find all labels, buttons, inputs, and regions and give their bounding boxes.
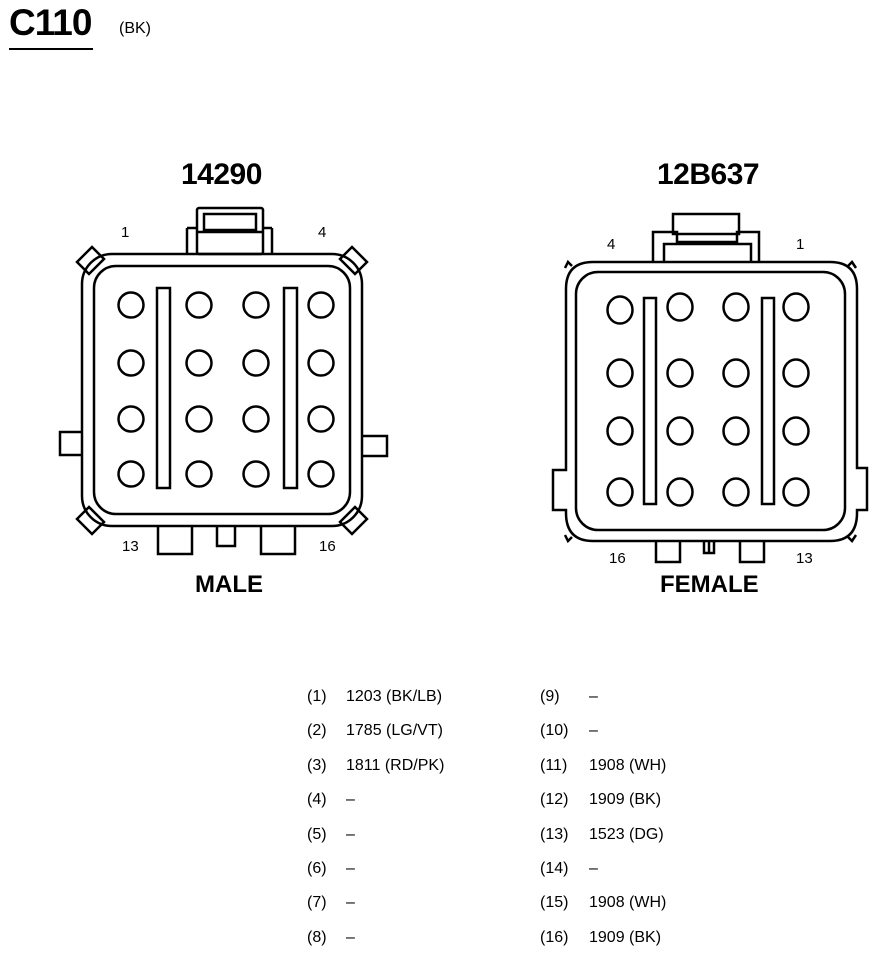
pin-wire: –: [346, 791, 355, 809]
male-part-number: 14290: [181, 158, 262, 191]
male-pin-label-bottom-left: 13: [122, 538, 139, 555]
pin-number: (12): [540, 791, 569, 809]
pin-number: (7): [307, 894, 327, 912]
pin-number: (15): [540, 894, 569, 912]
pin-wire: 1908 (WH): [589, 894, 667, 912]
female-pin-label-top-left: 4: [607, 236, 616, 253]
female-pin-label-bottom-left: 16: [609, 550, 626, 567]
male-pin-label-top-left: 1: [121, 224, 130, 241]
pin-number: (10): [540, 722, 569, 740]
female-label: FEMALE: [660, 571, 759, 598]
pin-wire: 1523 (DG): [589, 825, 664, 843]
male-label: MALE: [195, 571, 263, 598]
female-pin-cavities: [606, 292, 810, 507]
pin-wire: –: [589, 860, 598, 877]
pin-wire: –: [589, 722, 598, 740]
pin-number: (8): [307, 928, 327, 946]
connector-id: C110: [9, 2, 92, 43]
pin-number: (9): [540, 688, 560, 705]
male-connector-drawing: [58, 206, 389, 556]
pin-number: (5): [307, 825, 327, 843]
pin-wire: 1811 (RD/PK): [346, 756, 445, 774]
pin-wire: 1909 (BK): [589, 928, 662, 946]
connector-color-code: (BK): [119, 20, 151, 37]
female-connector-drawing: [551, 212, 869, 564]
male-pin-cavities: [117, 291, 335, 488]
female-pin-label-bottom-right: 13: [796, 550, 813, 567]
pin-wire: –: [346, 860, 355, 877]
pin-number: (4): [307, 791, 327, 809]
pin-number: (2): [307, 722, 327, 740]
pin-wire: 1785 (LG/VT): [346, 722, 443, 740]
pin-number: (6): [307, 860, 327, 877]
pin-wire: 1203 (BK/LB): [346, 688, 443, 705]
pin-wire: –: [589, 688, 598, 705]
pin-number: (3): [307, 756, 327, 774]
male-pin-label-top-right: 4: [318, 224, 327, 241]
pin-wire: –: [346, 825, 355, 843]
pin-wire: –: [346, 928, 355, 946]
pin-wire: 1908 (WH): [589, 756, 667, 774]
pin-number: (16): [540, 928, 569, 946]
pin-number: (14): [540, 860, 569, 877]
pin-number: (1): [307, 688, 327, 705]
female-part-number: 12B637: [657, 158, 760, 191]
pin-wire: 1909 (BK): [589, 791, 662, 809]
pin-wire: –: [346, 894, 355, 912]
pin-number: (11): [540, 756, 568, 774]
pin-number: (13): [540, 825, 569, 843]
male-pin-label-bottom-right: 16: [319, 538, 336, 555]
title-underline: [9, 48, 93, 50]
female-pin-label-top-right: 1: [796, 236, 805, 253]
